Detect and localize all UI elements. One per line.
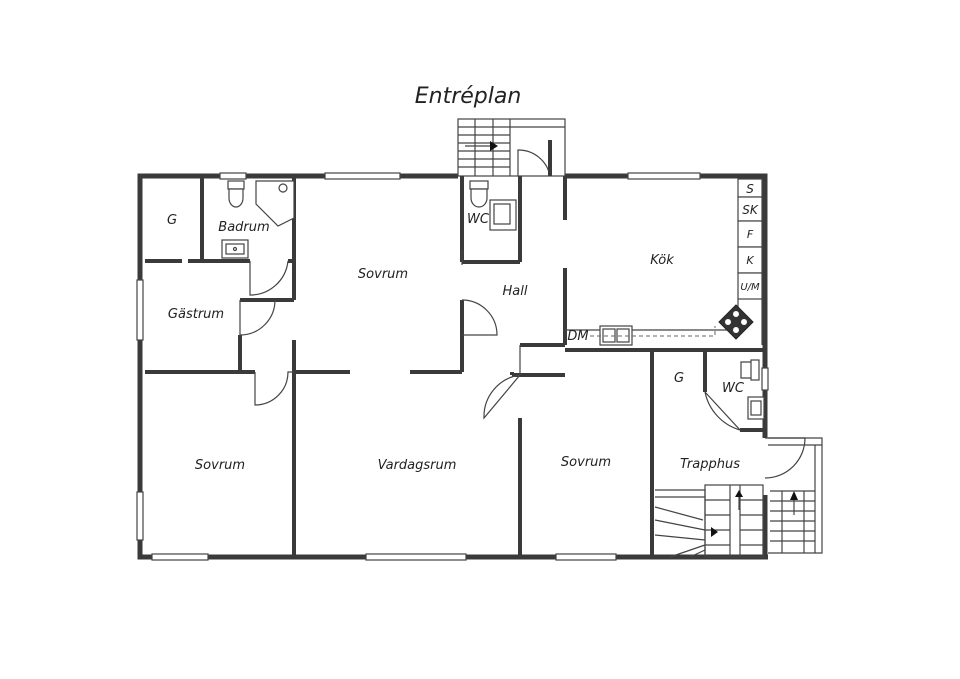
room-label-vardagsrum: Vardagsrum [378,458,457,473]
room-label-hall: Hall [503,284,528,299]
kitchen-units [565,178,763,346]
room-label-badrum: Badrum [218,220,269,235]
room-label-sovrum-mid: Sovrum [561,455,611,470]
entrance-stairs [457,118,566,177]
room-label-gastrum: Gästrum [168,307,224,322]
kitchen-labels: S SK F K U/M [740,182,760,293]
outdoor-stairs [768,437,823,554]
room-label-g-right: G [674,371,684,386]
kitchen-label-sk: SK [742,203,759,217]
badrum-fixtures [221,180,295,259]
room-labels: G Badrum Gästrum Sovrum WC Hall Kök DM S… [167,212,745,473]
room-label-g-left: G [167,213,177,228]
room-label-trapphus: Trapphus [680,457,740,472]
windows [136,172,769,561]
kitchen-label-k: K [746,254,754,267]
wc-top-fixtures [469,180,517,231]
room-label-sovrum-top: Sovrum [358,267,408,282]
room-label-wc-right: WC [722,381,745,396]
kitchen-label-um: U/M [740,282,760,293]
wc-right-fixtures [740,359,765,420]
kitchen-label-f: F [747,228,754,241]
trapphus-stairs [654,484,764,558]
interior-walls [145,176,765,557]
room-label-wc-top: WC [467,212,490,227]
doors [239,250,806,479]
room-label-sovrum-left: Sovrum [195,458,245,473]
plan-title: Entréplan [415,84,522,109]
kitchen-label-s: S [746,182,754,196]
room-label-dm: DM [567,329,588,344]
room-label-kok: Kök [650,253,674,268]
